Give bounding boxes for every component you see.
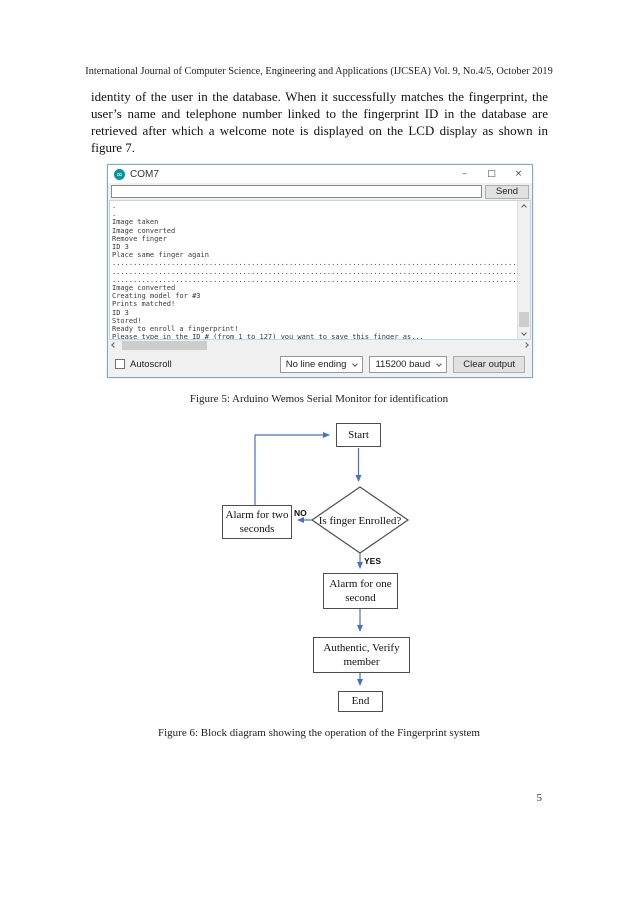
close-icon[interactable]: ×	[514, 169, 523, 179]
flowchart-connectors	[254, 432, 410, 686]
scroll-up-icon[interactable]	[521, 204, 527, 210]
scroll-right-icon[interactable]	[523, 342, 529, 348]
horizontal-scrollbar[interactable]	[109, 340, 531, 351]
branch-label-no: NO	[294, 508, 307, 518]
flowchart-node-authentic-verify: Authentic, Verify member	[313, 637, 410, 673]
serial-monitor-window: ∞ COM7 – □ × Send . . Image taken Image …	[107, 164, 533, 378]
serial-input[interactable]	[111, 185, 482, 198]
chevron-down-icon	[352, 360, 359, 367]
line-ending-dropdown[interactable]: No line ending	[279, 355, 364, 373]
arrow-loop-to-start	[254, 432, 330, 505]
window-title: COM7	[130, 168, 159, 180]
serial-output-area[interactable]: . . Image taken Image converted Remove f…	[109, 200, 531, 340]
scroll-left-icon[interactable]	[111, 342, 117, 348]
flowchart-node-start: Start	[336, 423, 381, 447]
arduino-icon: ∞	[114, 168, 125, 180]
scroll-down-icon[interactable]	[521, 330, 527, 336]
window-controls: – □ ×	[451, 165, 532, 183]
serial-output-text: . . Image taken Image converted Remove f…	[112, 202, 516, 339]
maximize-icon[interactable]: □	[487, 169, 496, 179]
figure6-caption: Figure 6: Block diagram showing the oper…	[157, 727, 480, 739]
baud-rate-value: 115200 baud	[375, 358, 431, 370]
autoscroll-checkbox[interactable]	[115, 359, 125, 369]
fingerprint-flowchart: Start Is finger Enrolled? Alarm for two …	[200, 418, 450, 718]
flowchart-node-alarm-two-seconds: Alarm for two seconds	[222, 505, 292, 539]
page-number: 5	[536, 792, 543, 804]
vertical-scrollbar[interactable]	[517, 201, 530, 339]
vertical-scroll-thumb[interactable]	[519, 312, 529, 327]
serial-status-bar: Autoscroll No line ending 115200 baud Cl…	[108, 351, 532, 377]
window-titlebar: ∞ COM7 – □ ×	[108, 165, 532, 183]
flowchart-node-alarm-one-second: Alarm for one second	[323, 573, 398, 609]
journal-header: International Journal of Computer Scienc…	[85, 66, 553, 77]
autoscroll-label[interactable]: Autoscroll	[130, 358, 172, 370]
minimize-icon[interactable]: –	[462, 169, 467, 179]
baud-rate-dropdown[interactable]: 115200 baud	[369, 355, 448, 373]
flowchart-node-decision: Is finger Enrolled?	[318, 514, 402, 527]
body-paragraph: identity of the user in the database. Wh…	[91, 89, 548, 155]
line-ending-value: No line ending	[285, 358, 347, 370]
horizontal-scroll-thumb[interactable]	[122, 341, 207, 350]
clear-output-button[interactable]: Clear output	[453, 355, 525, 373]
chevron-down-icon	[436, 360, 443, 367]
send-button[interactable]: Send	[485, 184, 529, 199]
figure5-caption: Figure 5: Arduino Wemos Serial Monitor f…	[189, 393, 449, 405]
send-row: Send	[108, 183, 532, 200]
branch-label-yes: YES	[364, 556, 382, 566]
flowchart-node-end: End	[338, 691, 383, 712]
